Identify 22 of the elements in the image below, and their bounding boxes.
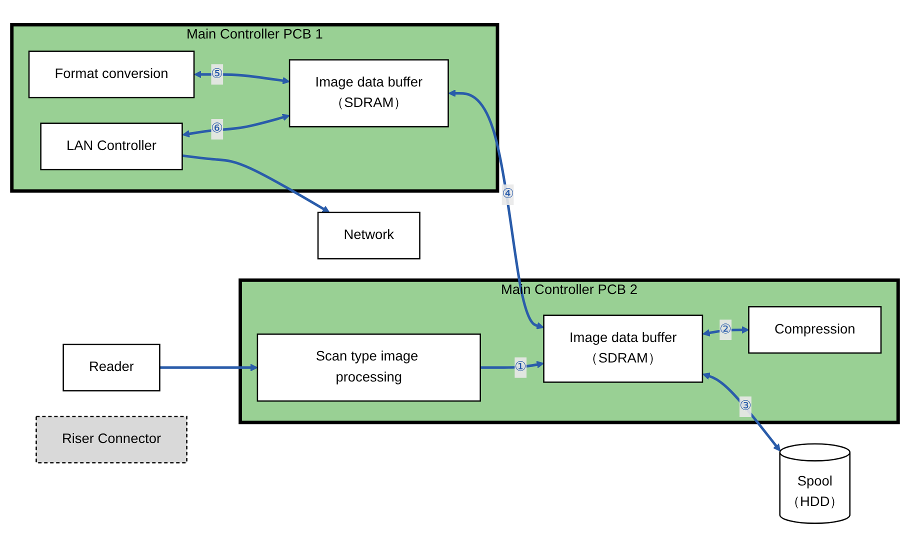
edge-label: ⑥ (211, 122, 224, 136)
arrow (448, 90, 544, 330)
arrow (182, 114, 290, 138)
node-box: Compression (748, 306, 882, 354)
edge-label: ② (720, 322, 732, 337)
arrow (160, 364, 258, 372)
node-box: Riser Connector (36, 416, 188, 464)
arrow (182, 154, 330, 213)
edge-label: ⑤ (211, 66, 224, 82)
edge-label: ① (514, 360, 527, 374)
node-box: LAN Controller (40, 122, 183, 170)
arrow (480, 360, 544, 369)
node-box: Network (317, 212, 420, 260)
node-box: Image data buffer （SDRAM） (288, 59, 449, 128)
node-box: Scan type image processing (256, 334, 481, 402)
arrow (702, 372, 781, 452)
node-box: Reader (62, 344, 160, 392)
edge-label: ④ (502, 187, 514, 202)
edge-label: ③ (739, 398, 752, 414)
node-box: Format conversion (28, 50, 195, 98)
node-box: Image data buffer （SDRAM） (543, 314, 704, 383)
arrow (194, 70, 290, 84)
